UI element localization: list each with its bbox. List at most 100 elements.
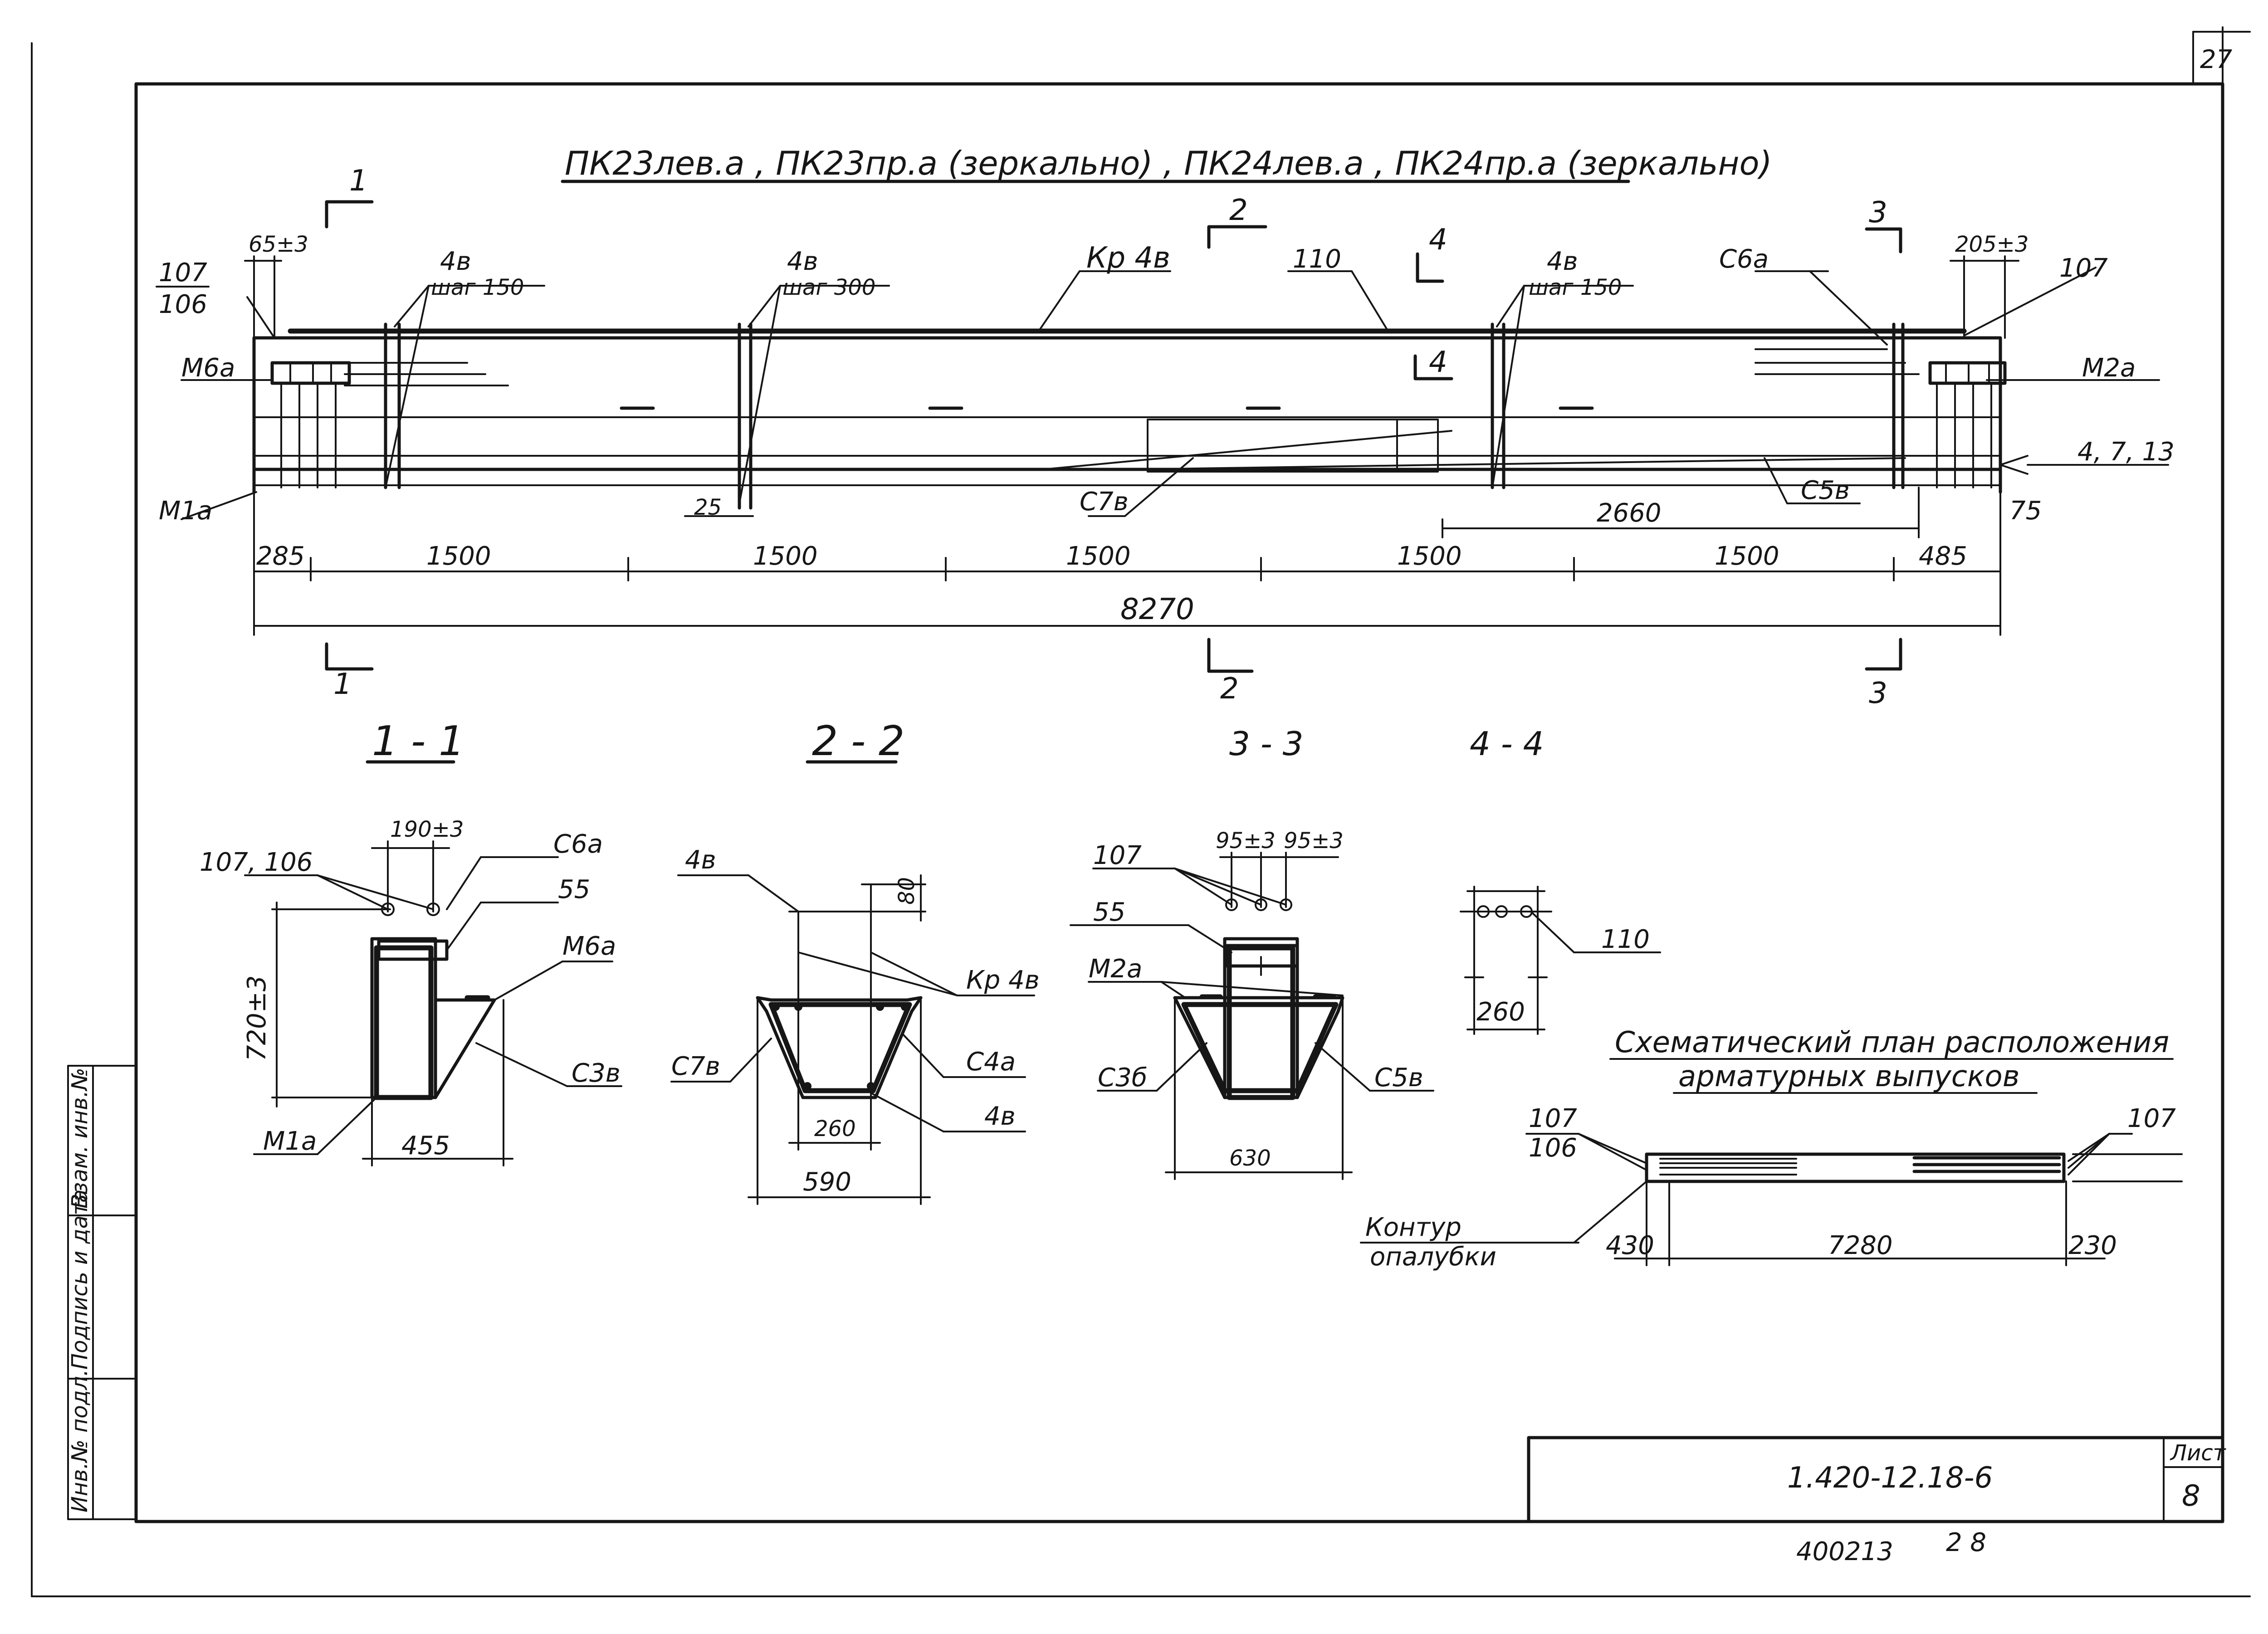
- s22-4v-bot: 4в: [984, 1102, 1016, 1131]
- s33-107: 107: [1093, 841, 1142, 870]
- s33-95-b: 95±3: [1284, 828, 1344, 854]
- elev-callout-2660: 2660: [1597, 498, 1662, 528]
- elev-callout-107-right: 107: [2059, 254, 2108, 283]
- section-1-1-drawing: [244, 840, 622, 1166]
- section-mark-4-mid: 4: [1429, 346, 1447, 379]
- elev-callout-c7v: С7в: [1080, 487, 1129, 517]
- elev-callout-step150-right: шаг 150: [1529, 275, 1622, 300]
- plan-title-line2: арматурных выпусков: [1678, 1060, 2019, 1093]
- section-1-1-title: 1 - 1: [372, 717, 464, 765]
- s22-kr4v: Кр 4в: [966, 966, 1040, 995]
- elev-callout-106: 106: [159, 290, 207, 319]
- s22-590: 590: [803, 1167, 851, 1197]
- section-4-4-drawing: [1460, 886, 1661, 1035]
- dim-total-8270: 8270: [1120, 593, 1194, 626]
- stamp-column: [67, 1065, 137, 1520]
- s22-260: 260: [814, 1116, 856, 1141]
- elevation-dimension-chain: [253, 491, 2001, 636]
- s11-455: 455: [401, 1131, 450, 1161]
- elev-callout-110: 110: [1293, 244, 1341, 274]
- stamp-sign-label: Подпись и дата: [67, 1189, 93, 1370]
- plan-contour-1: Контур: [1365, 1213, 1461, 1242]
- section-4-4-title: 4 - 4: [1470, 725, 1544, 763]
- drawing-title: ПК23лев.а , ПК23пр.а (зеркально) , ПК24л…: [565, 144, 1772, 182]
- s33-630: 630: [1229, 1146, 1271, 1171]
- plan-107-right: 107: [2127, 1104, 2176, 1133]
- s11-720: 720±3: [242, 976, 272, 1061]
- s11-190: 190±3: [390, 817, 464, 842]
- section-2-2-drawing: [670, 874, 1035, 1205]
- s33-c5v: С5в: [1374, 1063, 1423, 1093]
- elev-callout-107: 107: [159, 258, 207, 288]
- section-mark-3-bot: 3: [1869, 677, 1887, 710]
- s11-m6a: М6а: [562, 932, 616, 961]
- section-2-2-title: 2 - 2: [812, 717, 904, 765]
- dim-285: 285: [256, 541, 305, 571]
- elev-callout-m1a: М1а: [159, 496, 212, 526]
- section-cut-marks: [325, 200, 1902, 673]
- elev-callout-205: 205±3: [1955, 232, 2028, 257]
- plan-contour-2: опалубки: [1370, 1242, 1496, 1272]
- bottom-note: 400213: [1796, 1537, 1893, 1566]
- s11-c6a: С6а: [553, 829, 603, 859]
- bottom-note-2: 2 8: [1946, 1528, 1986, 1557]
- section-mark-2-top: 2: [1229, 194, 1248, 227]
- section-mark-1-top: 1: [349, 164, 368, 198]
- elev-callout-65: 65±3: [249, 232, 308, 257]
- s22-c4a: С4а: [966, 1047, 1016, 1077]
- stamp-inv-label: Инв.№ подл.: [67, 1369, 93, 1512]
- section-mark-2-bot: 2: [1220, 672, 1239, 706]
- plan-dim-230: 230: [2068, 1231, 2117, 1260]
- plan-dim-430: 430: [1606, 1231, 1654, 1260]
- dim-1500-3: 1500: [1066, 541, 1131, 571]
- dim-1500-5: 1500: [1715, 541, 1779, 571]
- stamp-replace-label: Взам. инв.№: [67, 1068, 93, 1209]
- elev-callout-4v-left: 4в: [440, 247, 471, 276]
- s11-107-106: 107, 106: [200, 848, 313, 877]
- title-block: [1527, 1436, 2224, 1523]
- section-mark-1-bot: 1: [333, 668, 352, 701]
- elev-callout-m2a: М2а: [2082, 353, 2136, 383]
- s11-m1a: М1а: [263, 1127, 317, 1156]
- elev-callout-c5v: С5в: [1801, 476, 1850, 505]
- elev-callout-4v-right: 4в: [1547, 247, 1578, 276]
- elev-callout-75: 75: [2009, 496, 2042, 526]
- drawing-code: 1.420-12.18-6: [1787, 1461, 1993, 1495]
- section-mark-3-top: 3: [1869, 196, 1887, 229]
- elev-callout-25: 25: [694, 495, 722, 520]
- beam-elevation: [181, 255, 2169, 538]
- elev-callout-4v-mid: 4в: [787, 247, 818, 276]
- plan-107-left: 107: [1529, 1104, 1577, 1133]
- dim-1500-2: 1500: [753, 541, 818, 571]
- s44-110: 110: [1601, 925, 1650, 954]
- s11-55: 55: [558, 875, 590, 904]
- list-label: Лист: [2170, 1440, 2227, 1466]
- list-number: 8: [2182, 1479, 2200, 1513]
- s22-4v-top: 4в: [685, 845, 716, 875]
- plan-title-line1: Схематический план расположения: [1615, 1026, 2169, 1059]
- s33-m2a: М2а: [1089, 954, 1142, 984]
- s44-260: 260: [1476, 997, 1525, 1027]
- section-3-3-title: 3 - 3: [1229, 725, 1303, 763]
- s22-c7v: С7в: [671, 1052, 720, 1081]
- elev-callout-kr4v: Кр 4в: [1086, 241, 1170, 275]
- s33-55: 55: [1093, 897, 1125, 927]
- dim-485: 485: [1919, 541, 1967, 571]
- elev-callout-step300: шаг 300: [782, 275, 875, 300]
- s11-c3v: С3в: [572, 1058, 621, 1088]
- plan-106-left: 106: [1529, 1133, 1577, 1163]
- plan-dim-7280: 7280: [1828, 1231, 1893, 1260]
- elev-callout-step150-left: шаг 150: [431, 275, 524, 300]
- corner-sheet-number: 27: [2200, 45, 2233, 74]
- dim-1500-1: 1500: [426, 541, 491, 571]
- s33-95-a: 95±3: [1216, 828, 1276, 854]
- elev-callout-c6a: С6а: [1719, 244, 1769, 274]
- dim-1500-4: 1500: [1397, 541, 1462, 571]
- elev-callout-4713: 4, 7, 13: [2077, 437, 2175, 467]
- sheet-frame: [31, 26, 2251, 1597]
- s22-80: 80: [894, 877, 919, 905]
- s33-c3b: С3б: [1098, 1063, 1147, 1093]
- section-3-3-drawing: [1070, 852, 1434, 1180]
- plan-drawing: [1537, 1133, 2183, 1266]
